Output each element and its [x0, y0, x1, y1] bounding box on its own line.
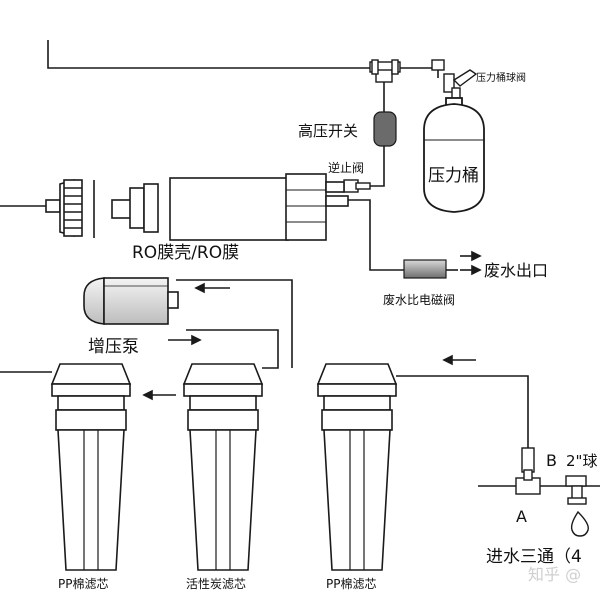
ball-valve-2in [565, 475, 587, 505]
waste-solenoid-valve [403, 259, 447, 279]
flow-arrows [142, 250, 482, 401]
pressure-tank-ball-valve [431, 59, 478, 101]
filter2-label: 活性炭滤芯 [186, 577, 246, 591]
filter-housing-1 [50, 363, 132, 571]
pressure-tank [423, 97, 485, 213]
filter-housing-2 [182, 363, 264, 571]
marker-b: B [546, 451, 557, 470]
filter1-label: PP棉滤芯 [58, 577, 108, 591]
marker-a: A [516, 507, 527, 526]
inlet-tee-label: 进水三通（4 [486, 547, 582, 567]
booster-pump [83, 277, 179, 325]
ro-housing-label: RO膜壳/RO膜 [132, 243, 239, 263]
check-valve [343, 179, 371, 193]
high-pressure-switch-label: 高压开关 [298, 122, 358, 140]
waste-outlet-label: 废水出口 [484, 261, 548, 280]
filter-housing-3 [316, 363, 398, 571]
waste-solenoid-label: 废水比电磁阀 [383, 292, 455, 307]
pressure-tank-label: 压力桶 [428, 166, 479, 186]
ball-valve-label: 2"球 [566, 452, 597, 470]
inlet-tee-fitting [515, 447, 541, 495]
filter3-label: PP棉滤芯 [326, 577, 376, 591]
watermark-text: 知乎 @ [528, 565, 581, 584]
high-pressure-switch [373, 111, 397, 147]
booster-pump-label: 增压泵 [88, 337, 139, 357]
top-tee-fitting [369, 59, 401, 83]
water-drop-icon [570, 510, 589, 537]
ro-membrane-housing [45, 173, 349, 241]
check-valve-label: 逆止阀 [328, 160, 364, 175]
pressure-tank-valve-label: 压力桶球阀 [476, 71, 526, 84]
